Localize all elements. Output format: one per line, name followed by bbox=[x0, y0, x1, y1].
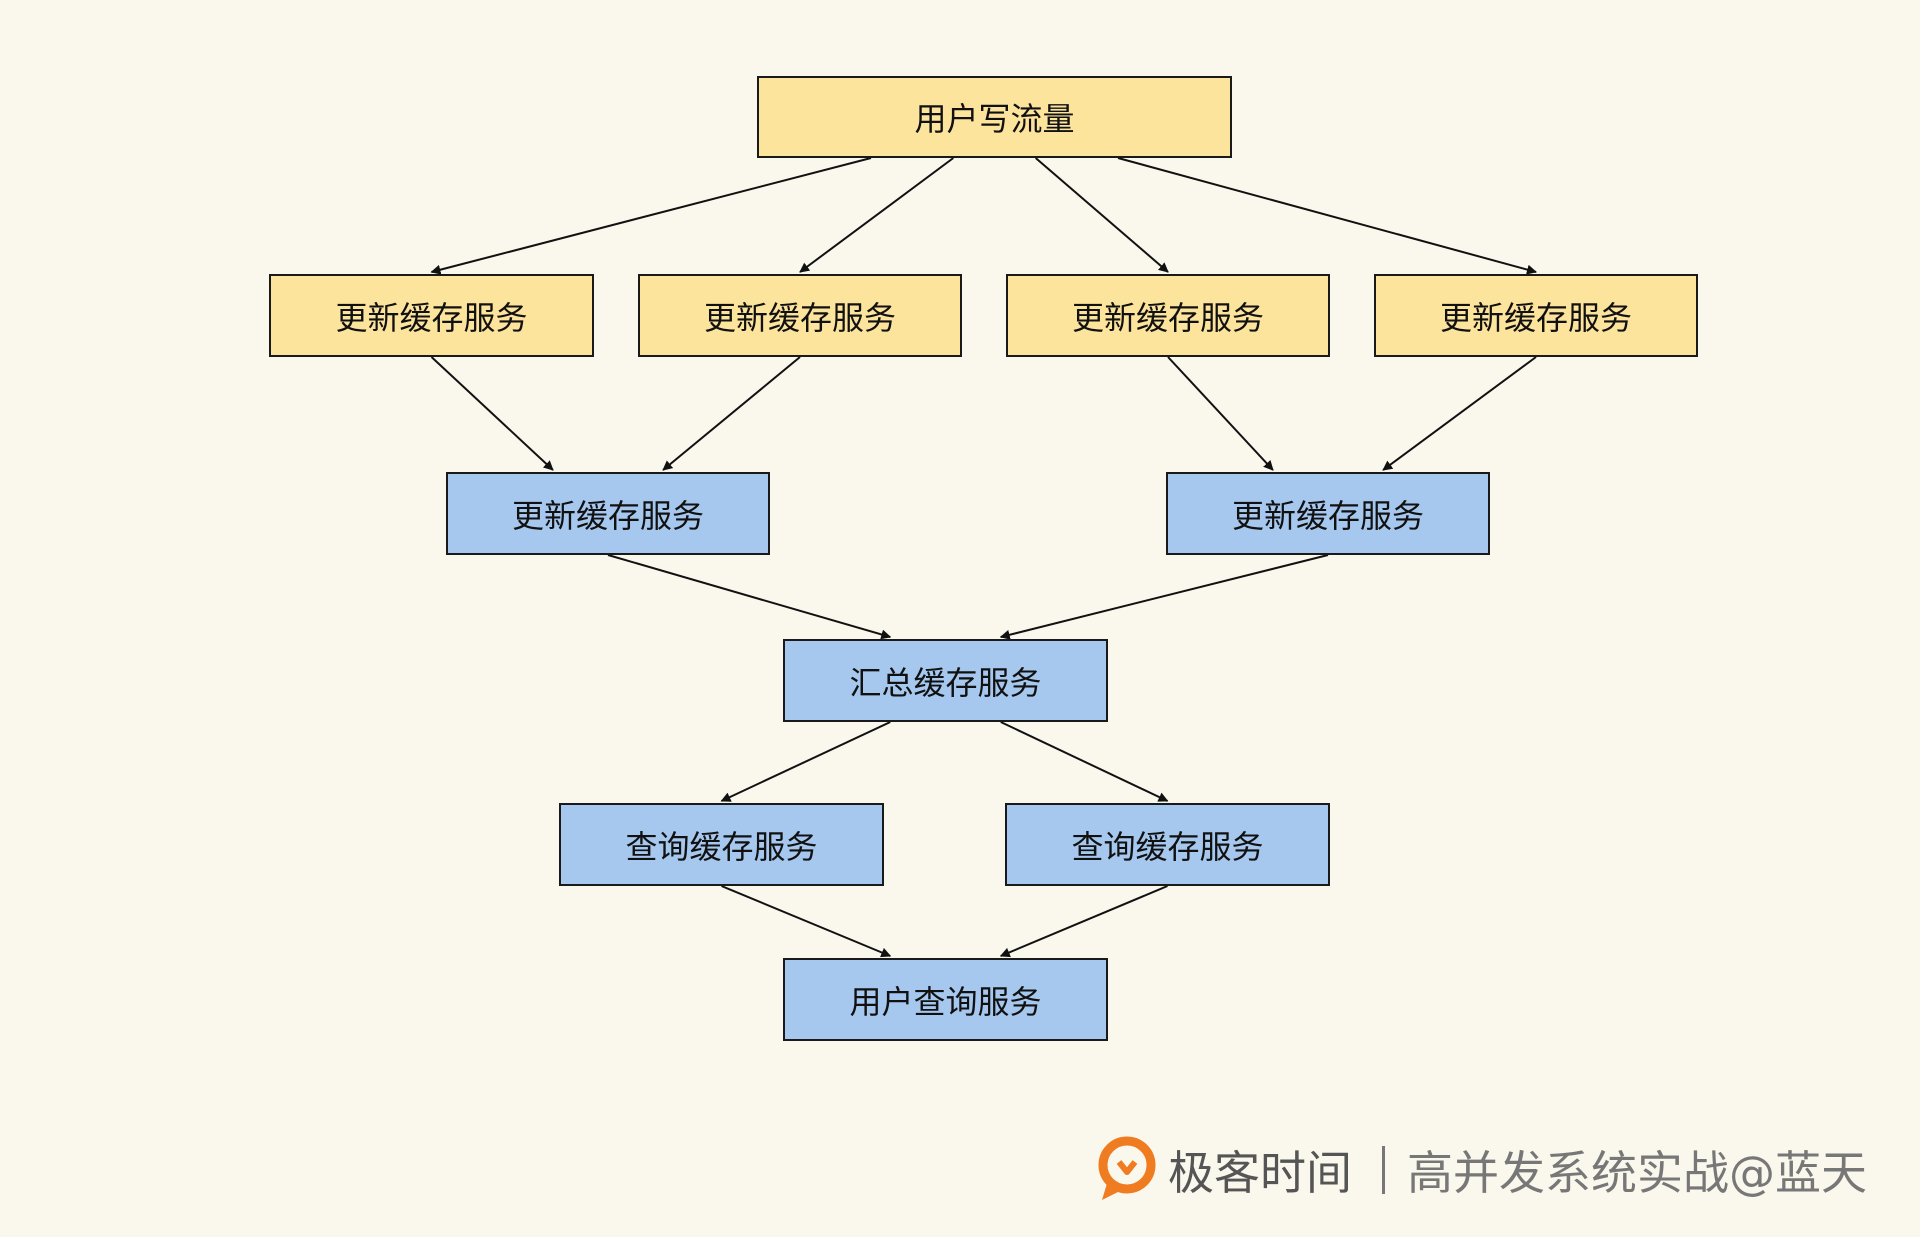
node-aggregate-cache-service: 汇总缓存服务 bbox=[783, 639, 1108, 722]
watermark-brand: 极客时间 bbox=[1168, 1146, 1352, 1200]
edge-update_1-to-update_5 bbox=[430, 356, 554, 471]
node-update-cache-service-2: 更新缓存服务 bbox=[638, 274, 962, 357]
watermark: 极客时间 高并发系统实战@蓝天 bbox=[1098, 1132, 1867, 1208]
node-user-write-traffic: 用户写流量 bbox=[757, 76, 1232, 158]
edge-query_2-to-user_query bbox=[999, 885, 1168, 958]
edge-update_3-to-update_6 bbox=[1167, 356, 1274, 471]
node-query-cache-service-2: 查询缓存服务 bbox=[1005, 803, 1330, 886]
edge-aggregate-to-query_1 bbox=[720, 721, 891, 802]
edge-update_6-to-aggregate bbox=[999, 554, 1329, 640]
watermark-course: 高并发系统实战@蓝天 bbox=[1407, 1146, 1867, 1200]
edge-aggregate-to-query_2 bbox=[1000, 721, 1169, 802]
node-update-cache-service-6: 更新缓存服务 bbox=[1166, 472, 1490, 555]
edge-write_traffic-to-update_3 bbox=[1035, 157, 1169, 273]
node-update-cache-service-3: 更新缓存服务 bbox=[1006, 274, 1330, 357]
geektime-logo-icon bbox=[1098, 1136, 1156, 1200]
node-update-cache-service-1: 更新缓存服务 bbox=[269, 274, 594, 357]
edge-write_traffic-to-update_4 bbox=[1117, 157, 1537, 275]
edge-query_1-to-user_query bbox=[721, 885, 892, 958]
node-query-cache-service-1: 查询缓存服务 bbox=[559, 803, 884, 886]
node-update-cache-service-4: 更新缓存服务 bbox=[1374, 274, 1698, 357]
edge-write_traffic-to-update_1 bbox=[430, 157, 872, 275]
node-user-query-service: 用户查询服务 bbox=[783, 958, 1108, 1041]
node-update-cache-service-5: 更新缓存服务 bbox=[446, 472, 770, 555]
edge-update_5-to-aggregate bbox=[607, 554, 892, 640]
watermark-separator bbox=[1382, 1146, 1385, 1194]
edge-update_4-to-update_6 bbox=[1382, 356, 1537, 471]
edge-update_2-to-update_5 bbox=[662, 356, 801, 471]
edge-write_traffic-to-update_2 bbox=[799, 157, 954, 273]
